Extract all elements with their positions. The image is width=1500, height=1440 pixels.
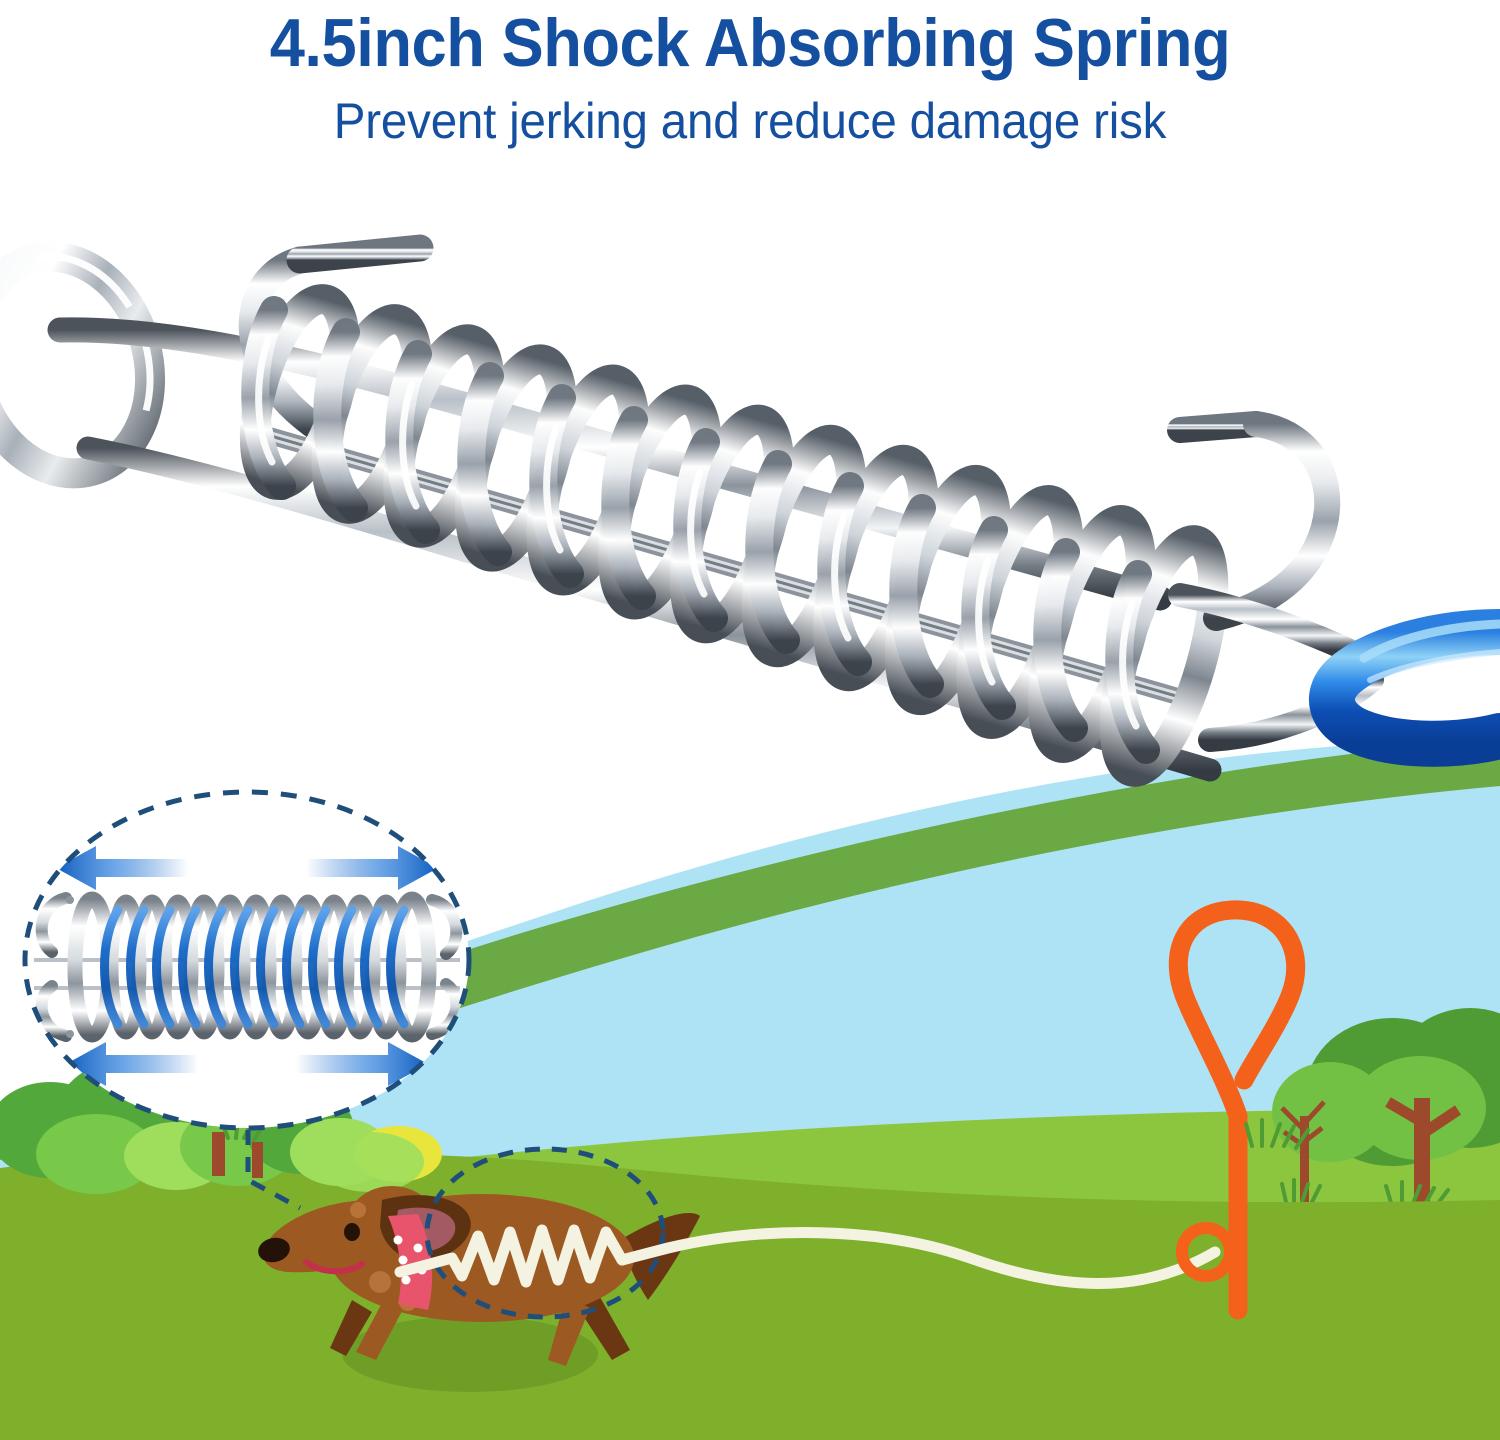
header: 4.5inch Shock Absorbing Spring Prevent j… xyxy=(0,0,1500,180)
product-photo xyxy=(0,180,1500,820)
product-photo-svg xyxy=(0,234,1500,787)
dog-nose xyxy=(258,1237,290,1263)
dog-tail xyxy=(620,1213,700,1300)
magnifier-spring-coils xyxy=(100,894,409,1040)
leash xyxy=(394,1224,1221,1289)
arrow-left-top xyxy=(56,846,188,890)
magnifier-connector xyxy=(245,1130,302,1211)
bushes xyxy=(0,1060,442,1194)
white-swoosh xyxy=(0,660,1500,1112)
magnifier-outline xyxy=(22,789,472,1131)
dog xyxy=(258,1186,700,1392)
scene-illustration xyxy=(0,660,1500,1440)
magnifier-eyelet-right xyxy=(426,894,463,1040)
dog-eye xyxy=(344,1223,360,1241)
blue-cable xyxy=(1309,609,1500,767)
dog-shadow xyxy=(342,1316,598,1392)
arrow-left-bottom xyxy=(66,1042,198,1086)
stake-grass xyxy=(1244,1118,1310,1150)
dog-collar xyxy=(388,1214,433,1310)
arrow-right-top xyxy=(306,846,438,890)
leash-spring-highlight-circle xyxy=(424,1146,666,1320)
coil-spring xyxy=(239,284,1229,787)
page-title: 4.5inch Shock Absorbing Spring xyxy=(269,5,1231,81)
magnifier xyxy=(22,789,472,1131)
small-stumps xyxy=(212,1116,266,1178)
arrow-right-bottom xyxy=(296,1042,428,1086)
stake-ring xyxy=(1176,1222,1236,1282)
magnifier-eyelet-left xyxy=(35,892,74,1042)
scene-svg xyxy=(0,660,1500,1440)
frame-bar-upper xyxy=(47,317,1173,611)
page-subtitle: Prevent jerking and reduce damage risk xyxy=(333,93,1167,149)
green-band xyxy=(0,738,1500,1160)
ground-stake xyxy=(1168,900,1310,1320)
